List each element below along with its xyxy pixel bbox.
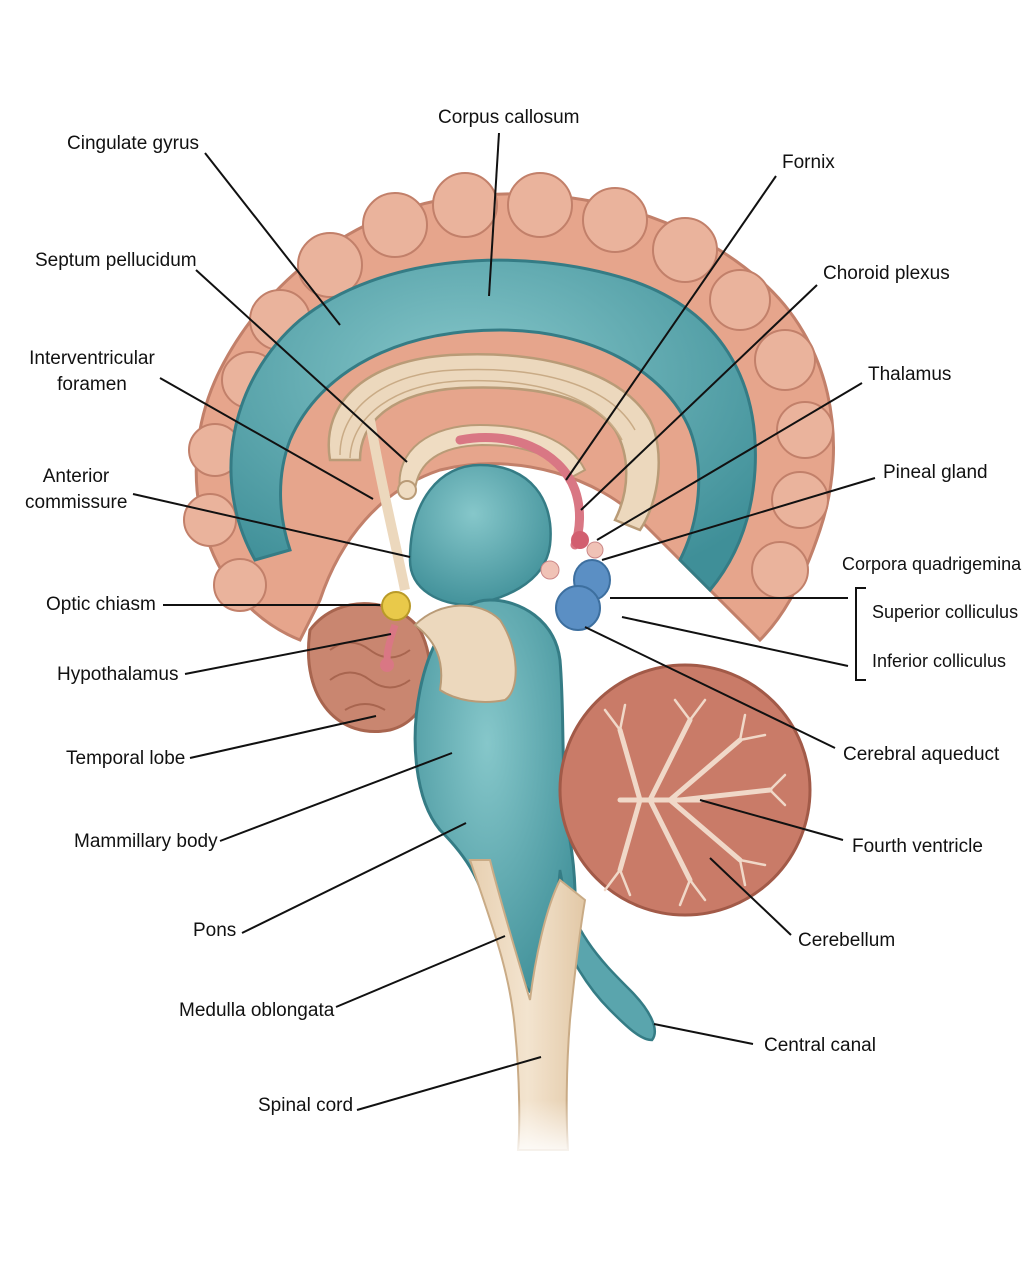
- label-medulla-oblongata: Medulla oblongata: [179, 1000, 335, 1021]
- leader-spinal-cord: [356, 1056, 542, 1111]
- cerebellum-shape: [558, 663, 812, 917]
- label-fornix: Fornix: [782, 152, 835, 173]
- label-fourth-ventricle: Fourth ventricle: [852, 836, 983, 857]
- leader-lines: [132, 132, 876, 1111]
- label-spinal-cord: Spinal cord: [258, 1095, 354, 1116]
- label-temporal-lobe: Temporal lobe: [66, 748, 186, 769]
- spinal-cord-shape: [468, 859, 587, 1160]
- label-cerebellum: Cerebellum: [798, 930, 896, 951]
- leader-central-canal: [653, 1023, 754, 1045]
- label-interventricular-foramen-line1: Interventricular: [29, 348, 155, 369]
- leader-septum-pellucidum: [195, 269, 408, 463]
- bracket-corpora-quadrigemina: [855, 587, 866, 681]
- leader-inferior-colliculus: [621, 616, 849, 667]
- leader-cerebral-aqueduct: [584, 626, 836, 749]
- leader-thalamus: [596, 382, 863, 541]
- label-septum-pellucidum: Septum pellucidum: [35, 250, 197, 271]
- label-cingulate-gyrus: Cingulate gyrus: [67, 133, 200, 154]
- leader-temporal-lobe: [189, 715, 377, 759]
- leader-pineal-gland: [601, 477, 876, 561]
- pons-shape: [413, 604, 517, 703]
- label-interventricular-foramen: Interventricular foramen: [28, 346, 156, 398]
- leader-fornix: [565, 175, 777, 481]
- lateral-ventricle: [229, 258, 757, 593]
- label-hypothalamus: Hypothalamus: [57, 664, 179, 685]
- leader-mammillary-body: [219, 752, 453, 842]
- label-cerebral-aqueduct: Cerebral aqueduct: [843, 744, 1000, 765]
- label-thalamus: Thalamus: [868, 364, 952, 385]
- label-corpus-callosum: Corpus callosum: [438, 107, 580, 128]
- leader-hypothalamus: [184, 633, 392, 675]
- corpus-callosum-shape: [327, 353, 660, 532]
- optic-hypothalamus: [365, 419, 411, 672]
- leader-cingulate-gyrus: [204, 152, 341, 326]
- leader-interventricular-foramen: [159, 377, 374, 500]
- leader-pons: [241, 822, 467, 934]
- leader-medulla-oblongata: [335, 935, 506, 1008]
- leader-cerebellum: [709, 857, 792, 936]
- label-inferior-colliculus: Inferior colliculus: [872, 651, 1007, 671]
- label-pons: Pons: [193, 920, 237, 941]
- label-anterior-commissure-line1: Anterior: [42, 466, 110, 487]
- leader-corpus-callosum: [488, 132, 500, 297]
- fornix-shape: [397, 423, 587, 500]
- leader-choroid-plexus: [580, 284, 818, 511]
- label-choroid-plexus: Choroid plexus: [823, 263, 950, 284]
- label-interventricular-foramen-line2: foramen: [57, 374, 127, 395]
- label-anterior-commissure: Anterior commissure: [25, 464, 127, 516]
- leader-anterior-commissure: [132, 493, 411, 558]
- label-corpora-quadrigemina: Corpora quadrigemina: [842, 554, 1022, 574]
- label-optic-chiasm: Optic chiasm: [46, 594, 156, 615]
- label-pineal-gland: Pineal gland: [883, 462, 988, 483]
- label-superior-colliculus: Superior colliculus: [872, 602, 1019, 622]
- label-mammillary-body: Mammillary body: [74, 831, 218, 852]
- thalamus-shape: [408, 463, 552, 607]
- temporal-lobe: [307, 602, 432, 733]
- pineal-colliculi: [540, 541, 611, 631]
- label-anterior-commissure-line2: commissure: [25, 492, 128, 513]
- label-central-canal: Central canal: [764, 1035, 876, 1056]
- leader-fourth-ventricle: [699, 799, 844, 841]
